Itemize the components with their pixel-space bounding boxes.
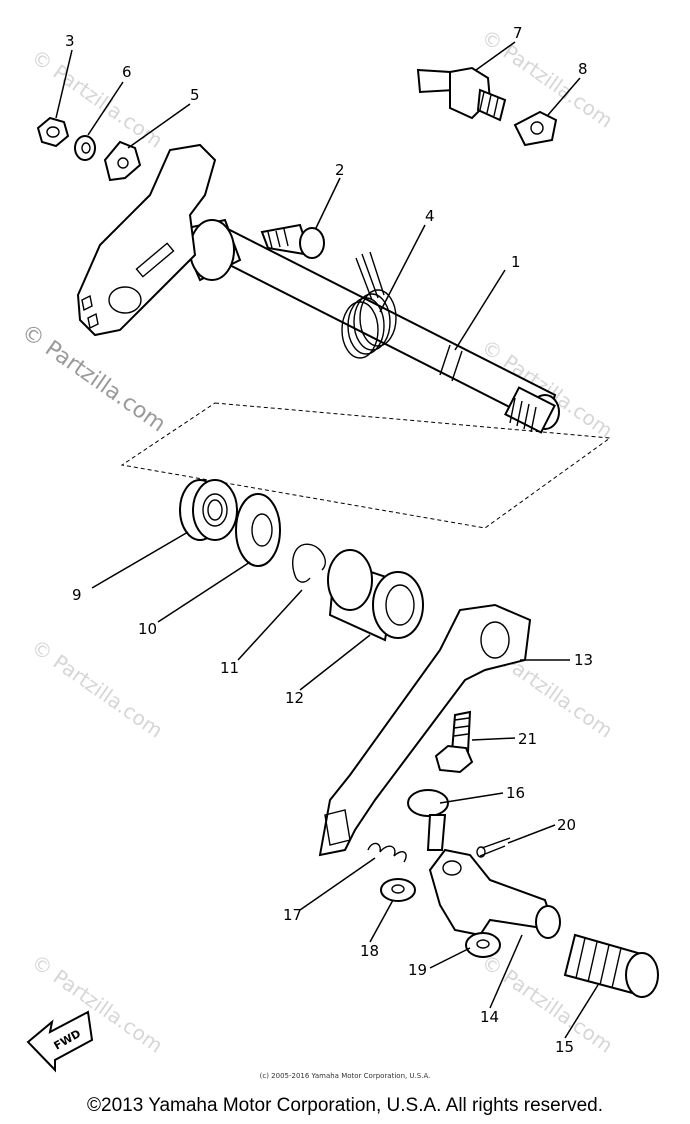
part-lock-washer-8 xyxy=(513,110,558,147)
part-lock-plate-5 xyxy=(103,140,142,182)
callout-13: 13 xyxy=(574,651,593,669)
callout-3: 3 xyxy=(65,32,75,50)
part-cotter-pin-20 xyxy=(476,837,511,858)
callout-12: 12 xyxy=(285,689,304,707)
callout-2: 2 xyxy=(335,161,345,179)
callout-20: 20 xyxy=(557,816,576,834)
callout-8: 8 xyxy=(578,60,588,78)
part-bolt-2 xyxy=(260,223,325,259)
callouts: 1 2 3 4 5 6 7 8 9 10 11 12 13 14 15 16 1… xyxy=(65,24,593,1056)
watermark: © Partzilla.com xyxy=(27,634,167,742)
part-shift-lever-13 xyxy=(318,603,532,857)
fwd-arrow-icon: FWD xyxy=(26,1010,94,1073)
part-washer-6 xyxy=(74,135,96,161)
callout-17: 17 xyxy=(283,906,302,924)
part-spring-17 xyxy=(367,842,407,863)
callout-9: 9 xyxy=(72,586,82,604)
callout-6: 6 xyxy=(122,63,132,81)
part-washer-18 xyxy=(380,878,416,902)
part-washer-10 xyxy=(235,493,281,567)
callout-4: 4 xyxy=(425,207,435,225)
part-bearing-9 xyxy=(179,479,238,541)
part-washer-19 xyxy=(465,932,501,958)
callout-11: 11 xyxy=(220,659,239,677)
copyright-notice: ©2013 Yamaha Motor Corporation, U.S.A. A… xyxy=(87,1095,603,1116)
watermark-prominent: © Partzilla.com xyxy=(17,319,170,437)
part-pedal-rubber-15 xyxy=(563,933,659,998)
callout-16: 16 xyxy=(506,784,525,802)
part-nut-3 xyxy=(36,116,70,148)
credit-line: (c) 2005-2016 Yamaha Motor Corporation, … xyxy=(259,1072,431,1080)
callout-10: 10 xyxy=(138,620,157,638)
callout-18: 18 xyxy=(360,942,379,960)
leader-lines xyxy=(55,41,599,1039)
callout-15: 15 xyxy=(555,1038,574,1056)
part-pedal-arm-14 xyxy=(428,848,561,939)
callout-5: 5 xyxy=(190,86,200,104)
part-circlip-11 xyxy=(292,543,326,583)
callout-21: 21 xyxy=(518,730,537,748)
part-collar-12 xyxy=(327,549,424,642)
callout-14: 14 xyxy=(480,1008,499,1026)
callout-7: 7 xyxy=(513,24,523,42)
callout-1: 1 xyxy=(511,253,521,271)
part-pin-16 xyxy=(407,789,449,851)
part-return-spring-4 xyxy=(341,251,397,359)
part-shift-shaft xyxy=(76,143,560,434)
part-bolt-21 xyxy=(434,710,474,774)
callout-19: 19 xyxy=(408,961,427,979)
part-stopper-bolt-7 xyxy=(416,66,507,122)
